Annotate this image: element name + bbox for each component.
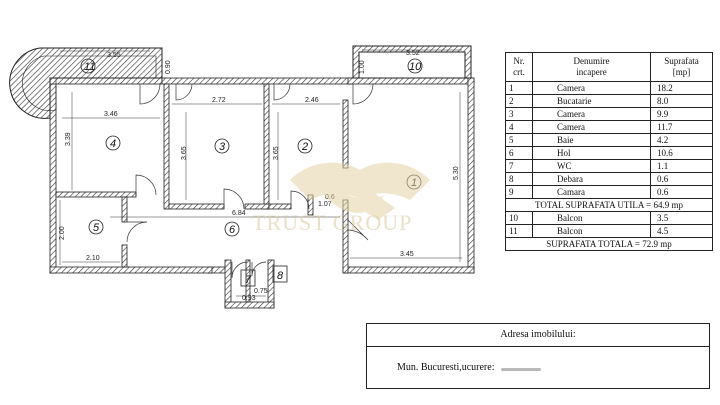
dim-room-5-width: 2.10 — [86, 255, 100, 262]
room-6-label: 6 — [229, 224, 236, 236]
dim-room-5-height: 2.00 — [59, 226, 66, 240]
dim-closet-width: 1.07 — [318, 201, 332, 208]
dimension-lines — [59, 49, 462, 297]
room-4-label: 4 — [110, 138, 116, 150]
dimension-labels: 3.55 0.90 3.52 1.00 3.46 3.39 2.72 3.65 … — [59, 50, 460, 302]
room-7-label: 7 — [245, 274, 252, 286]
dim-wc-width: 0.93 — [242, 295, 256, 302]
address-value: Mun. Bucuresti,ucurere: — [397, 362, 495, 373]
room-1-label: 1 — [411, 177, 417, 189]
dim-closet-depth: 0.6 — [325, 194, 335, 201]
walls — [49, 77, 475, 309]
dim-room-3-height: 3.65 — [181, 146, 188, 160]
room-10-label: 10 — [409, 61, 422, 73]
room-5-label: 5 — [93, 222, 100, 234]
room-11-label: 11 — [84, 61, 95, 73]
dim-room-1-height: 5.30 — [453, 166, 460, 180]
balconies — [9, 45, 472, 119]
room-8-label: 8 — [277, 270, 284, 282]
doors — [126, 83, 374, 279]
dim-balcony-10-depth: 1.00 — [359, 60, 366, 74]
dim-room-4-height: 3.39 — [65, 132, 72, 146]
dim-balcony-11-width: 3.55 — [107, 52, 121, 59]
dim-storage-width: 0.75 — [254, 288, 268, 295]
room-2-label: 2 — [301, 141, 308, 153]
dim-room-2-width: 2.46 — [305, 97, 319, 104]
total-useful-area: TOTAL SUPRAFATA UTILA = 64.9 mp — [505, 198, 713, 212]
room-3-label: 3 — [219, 141, 226, 153]
address-box: Adresa imobilului: Mun. Bucuresti,ucurer… — [366, 323, 710, 389]
dim-room-3-width: 2.72 — [212, 97, 226, 104]
dim-room-4-width: 3.46 — [104, 111, 118, 118]
dim-balcony-10-width: 3.52 — [406, 50, 420, 57]
total-area: SUPRAFATA TOTALA = 72.9 mp — [505, 237, 713, 251]
address-redaction — [501, 368, 541, 371]
room-numbers: 11 10 4 3 2 1 5 6 7 8 — [84, 61, 422, 286]
total-useful-row: TOTAL SUPRAFATA UTILA = 64.9 mp — [505, 198, 713, 212]
floor-plan: 3.55 0.90 3.52 1.00 3.46 3.39 2.72 3.65 … — [9, 45, 475, 309]
dim-room-1-width: 3.45 — [400, 251, 414, 258]
dim-room-2-height: 3.65 — [273, 146, 280, 160]
header-nr: Nr.crt. — [505, 52, 533, 82]
address-title: Adresa imobilului: — [367, 324, 709, 347]
dim-balcony-11-depth: 0.90 — [165, 60, 172, 74]
dim-hall-width: 6.84 — [232, 210, 246, 217]
total-row: SUPRAFATA TOTALA = 72.9 mp — [505, 237, 713, 251]
header-area: Suprafata[mp] — [650, 52, 713, 82]
watermark-text: TRUST GROUP — [252, 210, 413, 235]
